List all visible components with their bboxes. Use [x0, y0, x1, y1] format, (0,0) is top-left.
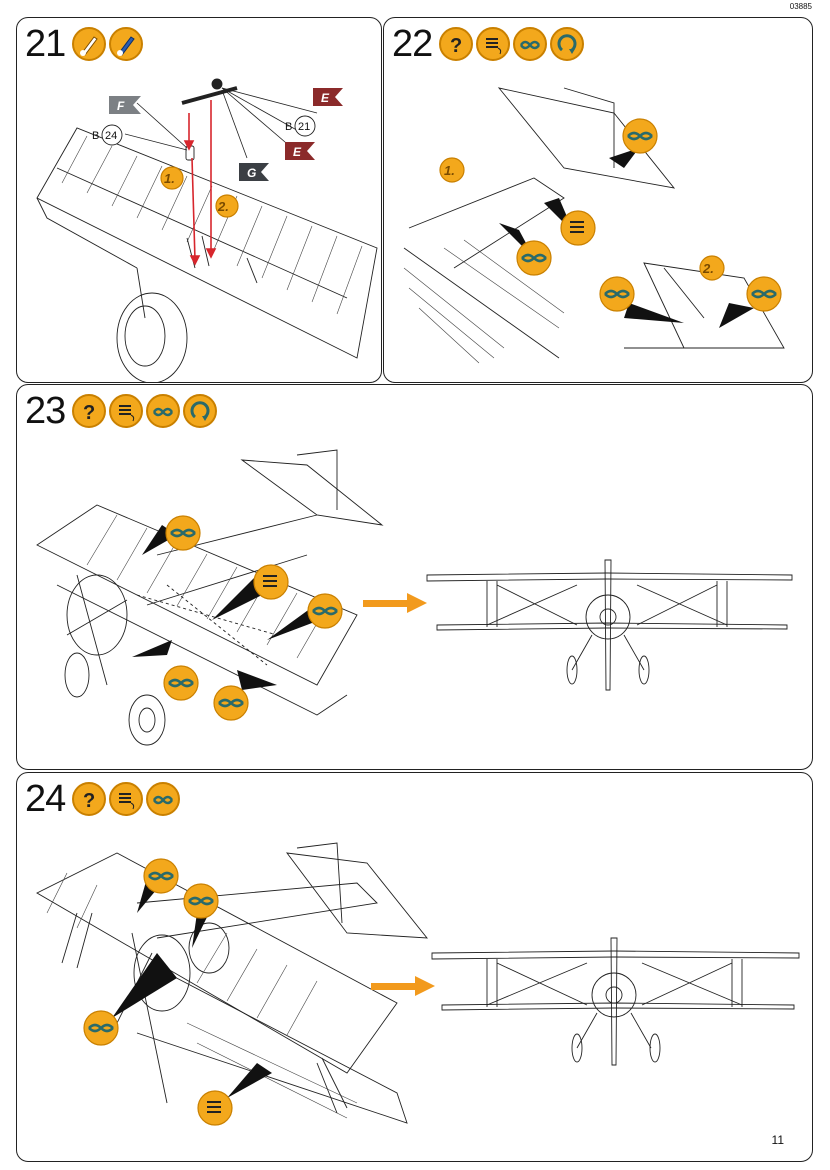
step-23-panel: 23 ?: [16, 384, 813, 770]
flag-g: G: [239, 163, 269, 181]
glue-knot-callout: [719, 276, 782, 328]
glue-knot-icon: [513, 27, 548, 61]
step-number: 23: [25, 390, 66, 432]
svg-text:1.: 1.: [164, 171, 175, 186]
sub-step-badge: 1.: [439, 157, 465, 183]
rigging-thread-callout: [212, 564, 289, 620]
glue-knot-callout: [142, 515, 201, 555]
step-21-header: 21: [25, 23, 144, 65]
question-icon: ?: [72, 394, 107, 428]
svg-text:?: ?: [450, 35, 462, 56]
svg-text:1.: 1.: [444, 163, 455, 178]
step-23-illustration: [36, 449, 793, 746]
step-24-header: 24 ?: [25, 778, 181, 820]
svg-text:B: B: [92, 130, 99, 142]
svg-text:?: ?: [83, 402, 95, 423]
svg-text:21: 21: [298, 121, 310, 133]
step-number: 21: [25, 23, 66, 65]
step-23-header: 23 ?: [25, 390, 218, 432]
rigging-thread-callout: [544, 198, 596, 246]
flag-e: E: [285, 142, 315, 160]
step-22-panel: 22 ?: [383, 17, 813, 383]
step-22-illustration: 1. 2.: [403, 87, 785, 364]
step-24-panel: 24 ?: [16, 772, 813, 1162]
glue-knot-callout: [83, 953, 177, 1046]
step-number: 24: [25, 778, 66, 820]
sub-step-badge: 2.: [699, 255, 725, 281]
glue-knot-icon: [146, 394, 181, 428]
svg-text:G: G: [247, 166, 256, 180]
flag-f: F: [109, 96, 141, 114]
glue-knot-icon: [146, 782, 181, 816]
flag-e: E: [313, 88, 343, 106]
paint-brush-icon: [109, 27, 144, 61]
rigging-thread-icon: [476, 27, 511, 61]
question-icon: ?: [439, 27, 474, 61]
glue-knot-callout: [267, 593, 343, 640]
part-ref-b24: B 24: [92, 124, 123, 146]
step-21-panel: 21: [16, 17, 382, 383]
result-arrow: [371, 976, 435, 996]
svg-text:F: F: [117, 99, 125, 113]
glue-knot-callout: [499, 223, 552, 276]
rotate-arrow-icon: [183, 394, 218, 428]
question-icon: ?: [72, 782, 107, 816]
result-arrow: [363, 593, 427, 613]
glue-knot-callout: [599, 276, 684, 323]
paint-brush-icon: [72, 27, 107, 61]
rigging-thread-callout: [197, 1063, 272, 1126]
step-21-illustration: F E E G B 24 B 21 1.: [36, 78, 378, 382]
glue-knot-callout: [137, 858, 179, 913]
page-number: 11: [771, 1133, 784, 1147]
svg-text:E: E: [321, 91, 330, 105]
svg-text:B: B: [285, 121, 292, 133]
rotate-arrow-icon: [550, 27, 585, 61]
svg-text:24: 24: [105, 130, 117, 142]
glue-knot-callout: [183, 883, 219, 948]
rigging-thread-icon: [109, 782, 144, 816]
svg-text:2.: 2.: [702, 261, 714, 276]
svg-text:E: E: [293, 145, 302, 159]
sub-step-badge: 2.: [215, 194, 239, 218]
sub-step-badge: 1.: [160, 166, 184, 190]
glue-knot-callout: [213, 670, 277, 721]
step-number: 22: [392, 23, 433, 65]
part-ref-b21: B 21: [285, 115, 316, 137]
glue-knot-callout: [609, 118, 658, 168]
step-22-header: 22 ?: [392, 23, 585, 65]
step-24-illustration: [36, 842, 800, 1126]
svg-text:?: ?: [83, 790, 95, 811]
glue-knot-callout: [132, 640, 199, 701]
rigging-thread-icon: [109, 394, 144, 428]
document-code: 03885: [789, 2, 812, 11]
svg-text:2.: 2.: [217, 199, 229, 214]
